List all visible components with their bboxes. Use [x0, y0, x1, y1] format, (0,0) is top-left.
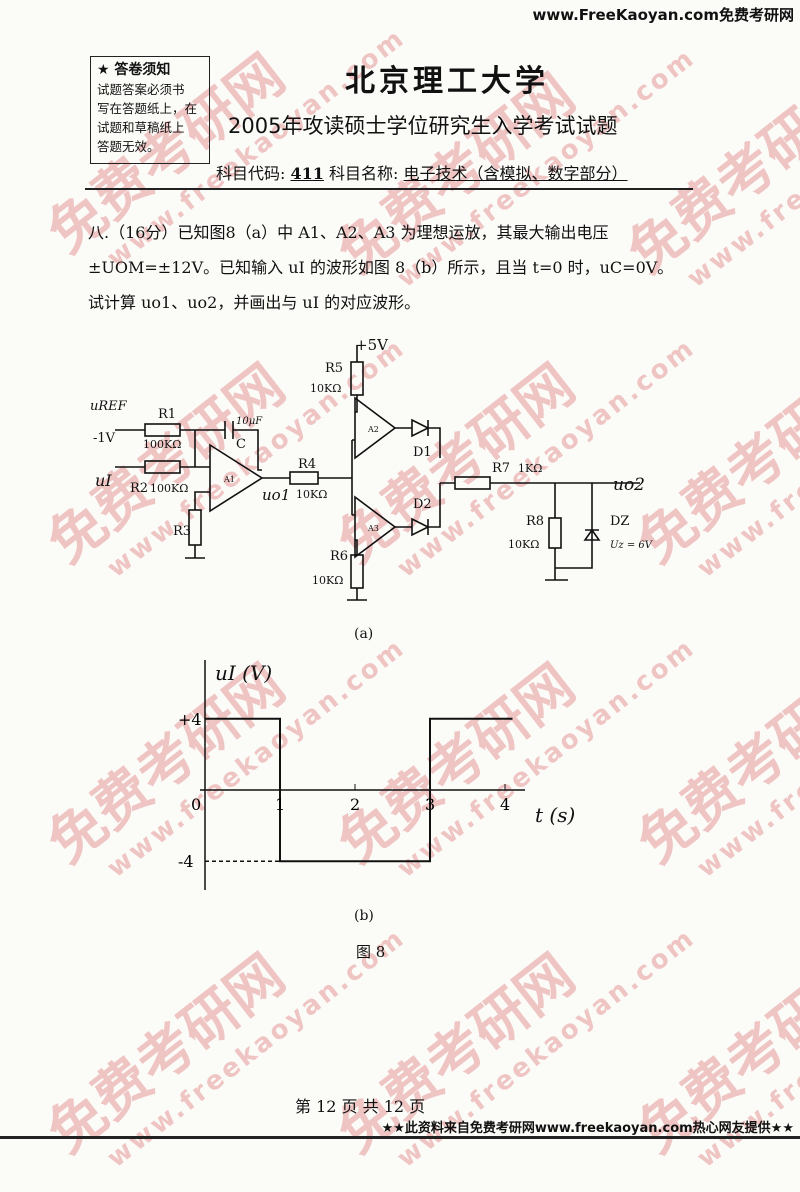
university-name: 北京理工大学 — [345, 64, 549, 99]
resistor-r8 — [548, 517, 562, 549]
zener-diode-dz — [583, 528, 601, 541]
resistor-r1 — [144, 423, 181, 437]
y-tick-label: +4 — [178, 710, 202, 729]
figure-caption: 图 8 — [356, 943, 385, 961]
header-divider — [85, 188, 693, 190]
resistor-r2 — [144, 460, 181, 474]
resistor-r7 — [454, 476, 491, 490]
label-r5-value: 10KΩ — [310, 382, 341, 395]
notice-line: 试题答案必须书 — [97, 82, 185, 97]
label-c-value: 10μF — [236, 416, 263, 427]
x-tick-label: 1 — [275, 795, 285, 814]
x-tick-label: 4 — [500, 795, 510, 814]
label-d2: D2 — [413, 497, 432, 512]
label-ui: uI — [95, 471, 112, 490]
label-uo1: uo1 — [262, 486, 290, 504]
label-r4: R4 — [298, 457, 316, 472]
x-axis-label: t (s) — [535, 803, 575, 827]
label-uref: uREF — [90, 399, 128, 414]
opamp-a3 — [354, 495, 397, 559]
diode-d2 — [395, 483, 441, 537]
page-number: 第 12 页 共 12 页 — [295, 1097, 426, 1116]
subject-code: 411 — [290, 164, 324, 183]
notice-title: ★ 答卷须知 — [97, 62, 171, 78]
subject-line: 科目代码: 411 科目名称: 电子技术（含模拟、数字部分） — [216, 160, 628, 184]
series-line-ui — [205, 717, 513, 863]
wire — [115, 430, 210, 468]
y-axis-label: uI (V) — [215, 661, 272, 685]
resistor-r4 — [289, 471, 319, 485]
wire — [185, 491, 210, 559]
label-uref-value: -1V — [93, 431, 116, 446]
question-line-3: 试计算 uo1、uo2，并画出与 uI 的对应波形。 — [88, 293, 421, 312]
resistor-r5 — [350, 361, 364, 396]
label-r1: R1 — [158, 407, 176, 422]
label-r7: R7 — [492, 461, 510, 476]
opamp-a1 — [209, 443, 264, 513]
label-r2-value: 100KΩ — [150, 482, 188, 495]
notice-line: 答题无效。 — [97, 139, 160, 154]
wire — [115, 429, 262, 471]
notice-line: 写在答题纸上，在 — [97, 101, 198, 116]
label-r8: R8 — [526, 514, 544, 529]
resistor-r3 — [188, 509, 202, 546]
x-tick-label: 2 — [350, 795, 360, 814]
x-tick-label: 0 — [191, 795, 201, 814]
label-d1: D1 — [413, 445, 432, 460]
wire — [545, 483, 593, 581]
label-c: C — [236, 437, 246, 452]
label-r1-value: 100KΩ — [143, 438, 181, 451]
caption-b: (b) — [354, 908, 374, 924]
label-r3: R3 — [173, 524, 191, 539]
answer-notice-box: ★ 答卷须知 试题答案必须书 写在答题纸上，在 试题和草稿纸上 答题无效。 — [90, 56, 210, 164]
subject-code-label: 科目代码: — [216, 164, 286, 183]
label-r6-value: 10KΩ — [312, 574, 343, 587]
capacitor-c — [224, 421, 234, 439]
label-uo2: uo2 — [613, 475, 645, 495]
resistor-r6 — [350, 554, 364, 589]
x-tick-label: 3 — [425, 795, 435, 814]
label-dz: DZ — [610, 514, 629, 529]
notice-line: 试题和草稿纸上 — [97, 120, 185, 135]
subject-name: 电子技术（含模拟、数字部分） — [403, 164, 628, 183]
label-a1: A1 — [223, 475, 235, 484]
label-r6: R6 — [330, 549, 348, 564]
bottom-rule — [0, 1136, 800, 1139]
diode-d1 — [395, 418, 441, 458]
label-a2: A2 — [367, 425, 379, 434]
label-vcc: +5V — [355, 336, 389, 354]
waveform-chart: 0 1 2 3 4 +4 -4 uI (V) t (s) (b) 图 8 — [178, 660, 575, 961]
exam-title: 2005年攻读硕士学位研究生入学考试试题 — [228, 114, 618, 138]
caption-a: (a) — [354, 626, 373, 642]
opamp-a2 — [354, 396, 397, 460]
site-header: www.FreeKaoyan.com免费考研网 — [532, 6, 795, 24]
label-r5: R5 — [325, 361, 343, 376]
question-line-2: ±UOM=±12V。已知输入 uI 的波形如图 8（b）所示，且当 t=0 时，… — [88, 258, 674, 277]
label-dz-value: Uz = 6V — [610, 540, 654, 551]
label-r8-value: 10KΩ — [508, 538, 539, 551]
wire — [347, 539, 367, 601]
subject-name-label: 科目名称: — [329, 164, 399, 183]
label-r4-value: 10KΩ — [296, 488, 327, 501]
label-r7-value: 1KΩ — [518, 462, 542, 475]
wire — [355, 345, 358, 413]
source-banner: ★★此资料来自免费考研网www.freekaoyan.com热心网友提供★★ — [381, 1121, 794, 1136]
circuit-diagram: uREF -1V uI R1 100KΩ R2 100KΩ R3 10μF C … — [90, 336, 654, 642]
y-tick-label: -4 — [178, 852, 194, 871]
label-a3: A3 — [367, 524, 379, 533]
question-line-1: 八.（16分）已知图8（a）中 A1、A2、A3 为理想运放，其最大输出电压 — [88, 223, 609, 242]
label-r2: R2 — [130, 481, 148, 496]
